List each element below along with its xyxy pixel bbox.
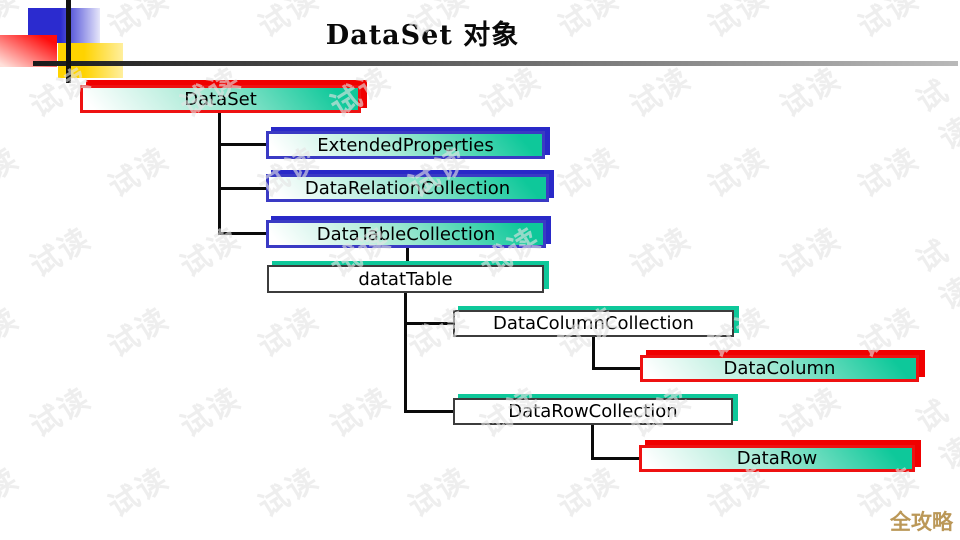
watermark-text: 试读	[24, 221, 98, 285]
corner-badge: 全攻略	[890, 510, 953, 534]
diagram-node-extended-properties: ExtendedProperties	[266, 131, 545, 159]
watermark-text: 试读	[174, 221, 248, 285]
title-underline	[33, 61, 958, 66]
connector-line	[404, 293, 407, 413]
connector-line	[218, 187, 266, 190]
connector-line	[591, 425, 594, 460]
connector-line	[592, 337, 595, 370]
decor-vertical-line	[66, 0, 71, 83]
diagram-node-datat-table: datatTable	[267, 265, 544, 293]
watermark-text: 试读	[102, 301, 176, 365]
connector-line	[404, 410, 453, 413]
watermark-text: 试读	[0, 461, 26, 525]
watermark-text: 试读	[252, 301, 326, 365]
watermark-text: 试读	[852, 0, 926, 45]
watermark-text: 试读	[102, 461, 176, 525]
watermark-text: 试读	[24, 381, 98, 445]
diagram-node-data-row: DataRow	[639, 445, 915, 472]
watermark-text: 试读	[102, 141, 176, 205]
watermark-text: 试读	[402, 461, 476, 525]
watermark-text: 试读	[0, 301, 26, 365]
watermark-text: 试读	[774, 381, 848, 445]
connector-line	[218, 113, 221, 235]
diagram-node-data-column: DataColumn	[640, 355, 919, 382]
watermark-text: 试读	[0, 141, 26, 205]
diagram-node-data-column-collection: DataColumnCollection	[453, 310, 734, 337]
watermark-text: 试读	[702, 141, 776, 205]
diagram-node-data-row-collection: DataRowCollection	[453, 398, 733, 425]
connector-line	[404, 322, 453, 325]
connector-line	[591, 457, 639, 460]
watermark-text: 试读	[774, 221, 848, 285]
watermark-text: 试读	[552, 461, 626, 525]
diagram-node-dataset: DataSet	[80, 85, 361, 113]
connector-line	[218, 232, 266, 235]
watermark-text: 试读	[174, 381, 248, 445]
diagram-node-data-table-collection: DataTableCollection	[266, 220, 546, 248]
connector-line	[592, 367, 640, 370]
title-bar: DataSet 对象	[0, 13, 845, 52]
watermark-text: 试读	[252, 461, 326, 525]
diagram-node-data-relation-collection: DataRelationCollection	[266, 174, 549, 202]
page-title: DataSet 对象	[325, 20, 520, 51]
watermark-text: 试读	[852, 141, 926, 205]
watermark-text: 试读	[910, 73, 960, 158]
connector-line	[218, 143, 266, 146]
watermark-text: 试读	[552, 141, 626, 205]
connector-line	[406, 248, 409, 265]
watermark-text: 试读	[324, 381, 398, 445]
watermark-text: 试读	[624, 221, 698, 285]
watermark-text: 试读	[910, 233, 960, 318]
